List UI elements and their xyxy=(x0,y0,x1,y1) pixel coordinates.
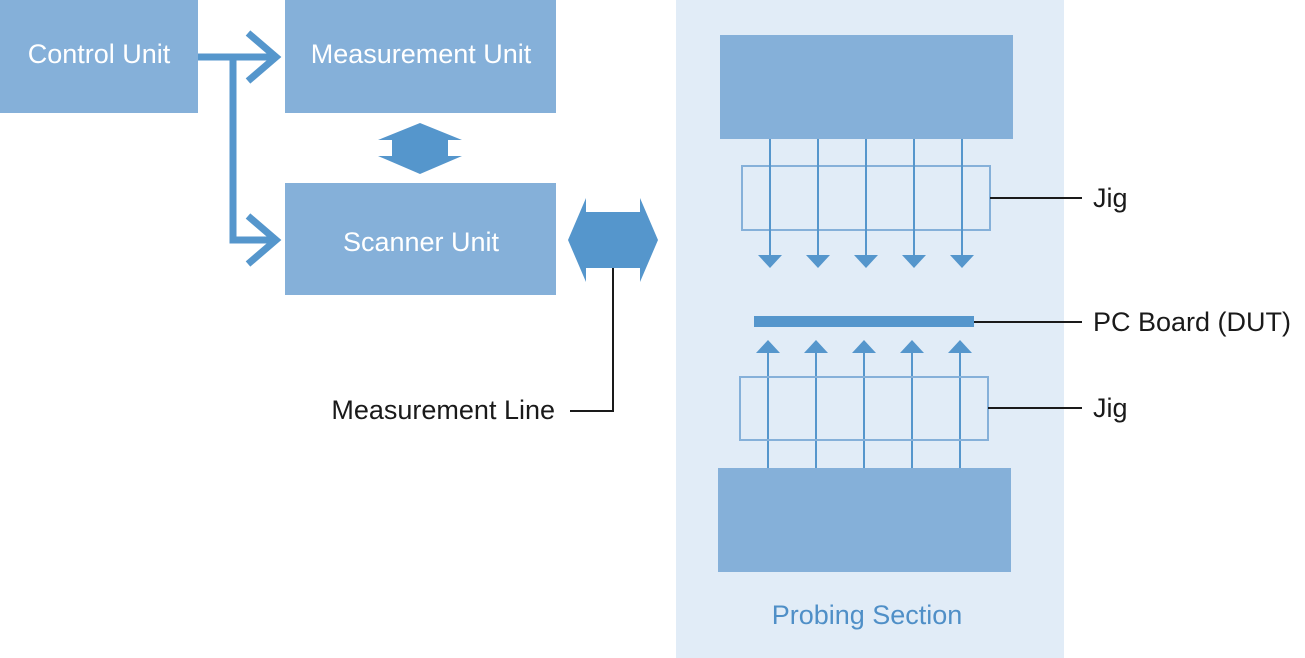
control-unit-box: Control Unit xyxy=(0,0,198,113)
probe-tip-down-3 xyxy=(854,255,878,268)
scanner-unit-label: Scanner Unit xyxy=(343,227,500,257)
top-probe-pins xyxy=(758,139,974,268)
measurement-arrowhead xyxy=(245,30,282,84)
top-jig-label: Jig xyxy=(1093,183,1128,213)
scanner-arrowhead xyxy=(245,213,282,267)
probe-tip-up-2 xyxy=(804,340,828,353)
probe-tip-down-1 xyxy=(758,255,782,268)
probe-tip-down-4 xyxy=(902,255,926,268)
measurement-line-leader xyxy=(570,268,614,412)
bottom-probe-pins xyxy=(756,340,972,468)
measurement-scanner-double-arrow xyxy=(378,123,462,174)
probe-tip-up-5 xyxy=(948,340,972,353)
probe-tip-up-1 xyxy=(756,340,780,353)
top-fixture-block xyxy=(720,35,1013,139)
probe-tip-up-3 xyxy=(852,340,876,353)
measurement-unit-box: Measurement Unit xyxy=(285,0,556,113)
measurement-unit-label: Measurement Unit xyxy=(311,39,532,69)
scanner-unit-box: Scanner Unit xyxy=(285,183,556,295)
control-connector-arrows xyxy=(198,30,282,267)
bottom-fixture-block xyxy=(718,468,1011,572)
probe-tip-up-4 xyxy=(900,340,924,353)
probe-tip-down-5 xyxy=(950,255,974,268)
pc-board-label: PC Board (DUT) xyxy=(1093,307,1291,337)
control-unit-label: Control Unit xyxy=(28,39,171,69)
scanner-probing-double-arrow xyxy=(568,198,658,282)
measurement-line-label: Measurement Line xyxy=(331,395,555,425)
pc-board-dut xyxy=(754,316,974,327)
probing-section-label: Probing Section xyxy=(772,600,963,630)
probe-tip-down-2 xyxy=(806,255,830,268)
branch-down-line xyxy=(229,57,276,244)
bottom-jig-label: Jig xyxy=(1093,393,1128,423)
